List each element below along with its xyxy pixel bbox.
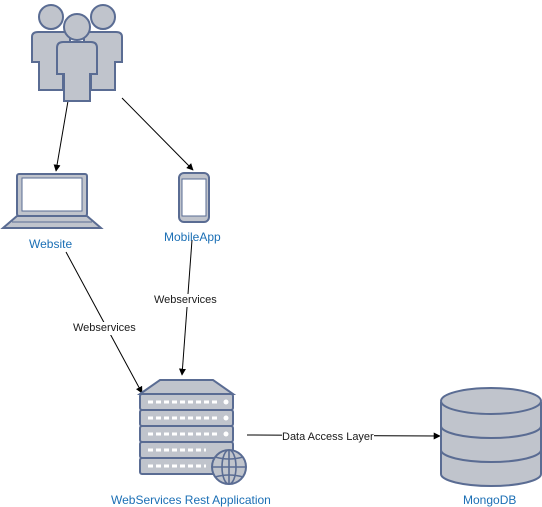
edge-mobile-to-server — [178, 239, 193, 376]
edge-label-mobile-webservices: Webservices — [154, 294, 217, 307]
edge-label-website-webservices: Webservices — [73, 322, 136, 335]
globe-icon — [211, 449, 247, 485]
users-icon — [31, 4, 123, 102]
mobileapp-label: MobileApp — [164, 230, 221, 244]
rest-server-label: WebServices Rest Application — [111, 493, 271, 507]
laptop-icon — [0, 173, 104, 229]
mobile-phone-icon — [178, 172, 210, 223]
edge-users-to-mobileapp — [121, 97, 194, 171]
edge-label-data-access-layer: Data Access Layer — [282, 431, 374, 444]
mongodb-label: MongoDB — [463, 493, 517, 507]
edge-users-to-website — [53, 100, 69, 172]
website-label: Website — [29, 237, 73, 251]
database-icon — [440, 387, 542, 487]
